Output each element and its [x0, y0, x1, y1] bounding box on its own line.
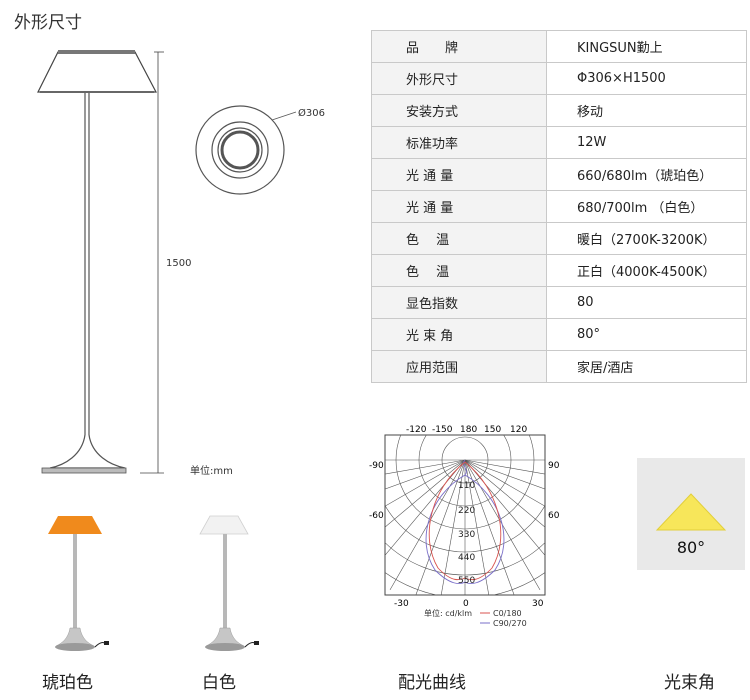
caption-beam: 光束角: [664, 673, 715, 693]
beam-angle-box: [637, 458, 745, 570]
beam-triangle-shape: [655, 493, 727, 531]
diameter-label: Ø306: [298, 108, 325, 119]
height-label: 1500: [166, 258, 192, 269]
spec-key: 色 温: [371, 254, 547, 287]
spec-value: 80°: [546, 318, 747, 351]
spec-value: 12W: [546, 126, 747, 159]
polar-left-label: -90: [369, 461, 384, 471]
polar-grid-spoke: [464, 459, 545, 528]
polar-grid-spoke: [385, 459, 466, 490]
polar-radial-label: 440: [458, 553, 475, 563]
polar-top-label: 120: [510, 425, 527, 435]
polar-top-label: -120: [406, 425, 427, 435]
spec-key: 应用范围: [371, 350, 547, 383]
spec-key: 品 牌: [371, 30, 547, 63]
section-title: 外形尺寸: [14, 13, 82, 33]
caption-curve: 配光曲线: [398, 673, 466, 693]
polar-grid-spoke: [464, 459, 545, 475]
lamp-top-view: [195, 105, 297, 195]
table-row: 安装方式移动: [371, 94, 747, 127]
polar-bottom-label: 0: [463, 599, 469, 609]
polar-bottom-label: -30: [394, 599, 409, 609]
polar-grid-spoke: [464, 459, 545, 490]
spec-value: 正白（4000K-4500K）: [546, 254, 747, 287]
spec-key: 外形尺寸: [371, 62, 547, 95]
spec-value: 家居/酒店: [546, 350, 747, 383]
spec-value: 660/680lm（琥珀色）: [546, 158, 747, 191]
polar-radial-label: 220: [458, 506, 475, 516]
spec-value: 移动: [546, 94, 747, 127]
spec-key: 显色指数: [371, 286, 547, 319]
spec-key: 光 束 角: [371, 318, 547, 351]
legend-c0: C0/180: [493, 609, 522, 618]
spec-key: 光 通 量: [371, 190, 547, 223]
spec-key: 色 温: [371, 222, 547, 255]
legend-c90: C90/270: [493, 619, 527, 628]
polar-top-label: 180: [460, 425, 477, 435]
table-row: 色 温暖白（2700K-3200K）: [371, 222, 747, 255]
spec-key: 光 通 量: [371, 158, 547, 191]
polar-grid-spoke: [440, 459, 466, 595]
curve-c90: [425, 459, 505, 584]
spec-key: 安装方式: [371, 94, 547, 127]
curve-c0: [428, 461, 502, 581]
polar-bottom-label: 30: [532, 599, 544, 609]
table-row: 应用范围家居/酒店: [371, 350, 747, 383]
polar-grid-spoke: [464, 459, 490, 595]
lamp-base-plate: [41, 467, 127, 474]
polar-grid-spoke: [385, 459, 466, 507]
caption-amber: 琥珀色: [42, 673, 93, 693]
spec-value: KINGSUN勤上: [546, 30, 747, 63]
polar-grid-spoke: [415, 459, 466, 595]
beam-angle-label: 80°: [676, 538, 706, 557]
polar-diagram: -120 -150 180 150 120 -90 -60 90 60 110 …: [369, 425, 560, 628]
polar-grid-spoke: [385, 459, 466, 528]
spec-value: 暖白（2700K-3200K）: [546, 222, 747, 255]
spec-value: Φ306×H1500: [546, 62, 747, 95]
polar-grid-spoke: [464, 459, 515, 595]
white-shade: [199, 515, 249, 535]
lamp-shade-top: [58, 50, 135, 54]
polar-grid-spoke: [385, 459, 466, 475]
polar-right-label: 90: [548, 461, 560, 471]
beam-triangle-icon: [655, 493, 727, 531]
amber-shade: [48, 516, 102, 534]
lamp-base-flare: [49, 434, 126, 469]
polar-radial-label: 110: [458, 481, 475, 491]
amber-lamp-photo: [48, 516, 109, 651]
caption-white: 白色: [202, 673, 236, 693]
polar-right-label: 60: [548, 511, 560, 521]
polar-top-label: 150: [484, 425, 501, 435]
lamp-dimension-drawing: [37, 50, 164, 474]
spec-value: 680/700lm （白色）: [546, 190, 747, 223]
polar-grid-spoke: [464, 459, 545, 556]
polar-top-label: -150: [432, 425, 453, 435]
polar-radial-label: 550: [458, 576, 475, 586]
white-lamp-photo: [199, 515, 259, 651]
polar-grid-spoke: [464, 459, 545, 507]
lamp-shade-outline: [37, 51, 157, 93]
spec-value: 80: [546, 286, 747, 319]
polar-left-label: -60: [369, 511, 384, 521]
table-row: 色 温正白（4000K-4500K）: [371, 254, 747, 287]
polar-unit: 单位: cd/klm: [424, 608, 472, 618]
unit-label: 单位:mm: [190, 466, 233, 477]
spec-key: 标准功率: [371, 126, 547, 159]
polar-radial-label: 330: [458, 530, 475, 540]
polar-grid-spoke: [385, 459, 466, 556]
